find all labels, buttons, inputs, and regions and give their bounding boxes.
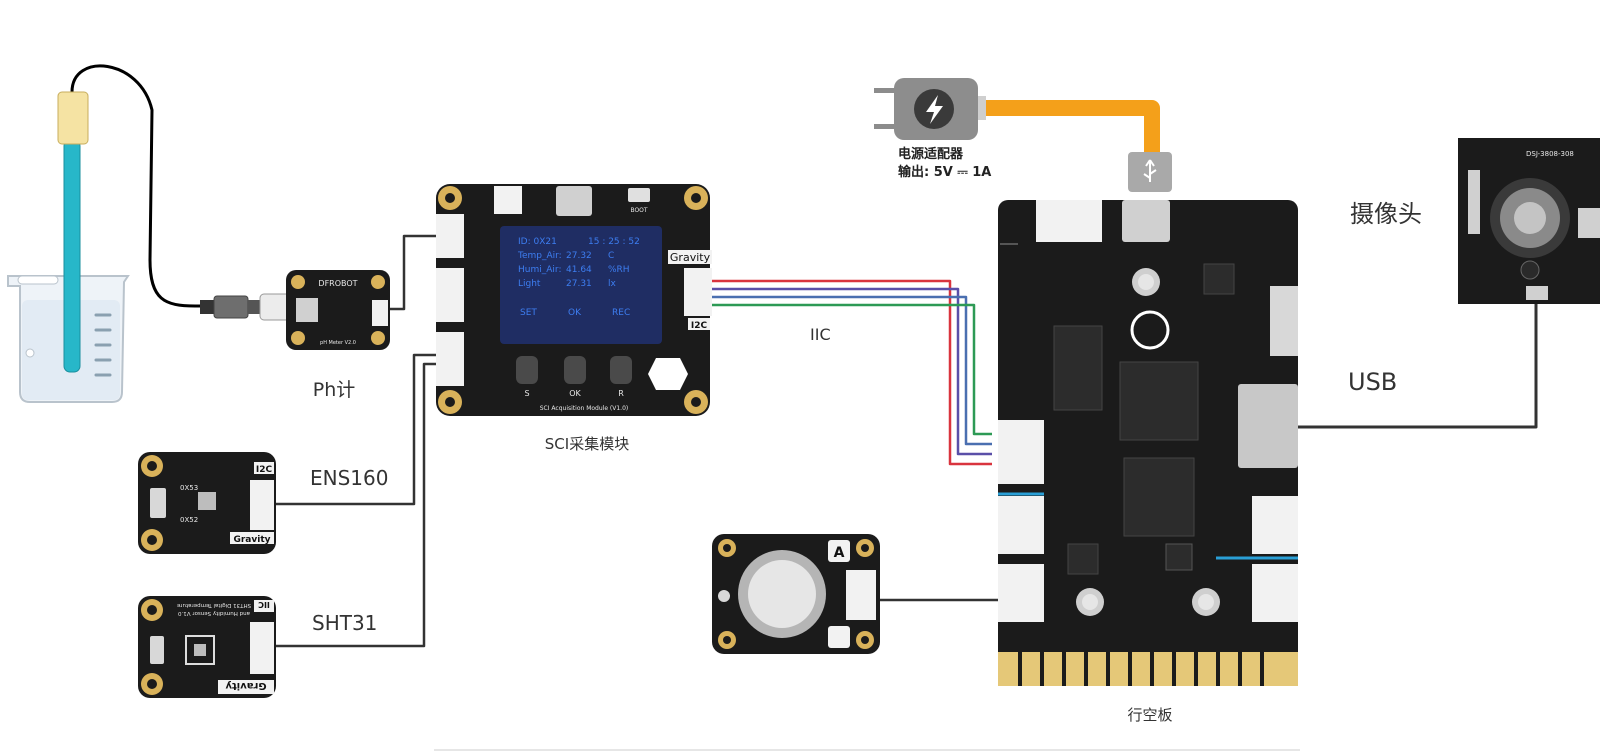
sci-i2c-tag: I2C (691, 321, 708, 331)
usb-c-plug (1128, 152, 1172, 192)
light-sensor-board: A (712, 534, 880, 654)
screen-temp-unit: C (608, 251, 614, 261)
ens-addr2: 0X52 (180, 516, 198, 524)
sci-screen (500, 226, 662, 344)
sci-btn-ok: OK (569, 389, 581, 398)
screen-temp-value: 27.32 (566, 251, 592, 261)
sci-footer: SCI Acquisition Module (V1.0) (540, 405, 629, 412)
sci-btn-s: S (524, 389, 529, 398)
wire-iic-purple (706, 287, 992, 456)
sht-iic-tag: IIC (258, 600, 270, 609)
screen-ok: OK (568, 308, 582, 318)
sht-title2: and Humidity Sensor V1.0 (178, 610, 250, 616)
screen-humi-unit: %RH (608, 265, 630, 275)
wire-usb-camera (1296, 300, 1538, 429)
ens-gravity-tag: Gravity (233, 535, 270, 545)
bnc-connector (200, 293, 291, 321)
screen-set: SET (520, 308, 537, 318)
screen-rec: REC (612, 308, 630, 318)
sht-title: SHT31 Digital Temperature (176, 602, 251, 608)
lightning-icon (926, 95, 943, 124)
screen-temp-label: Temp_Air: (517, 251, 562, 261)
label-sht31: SHT31 (312, 611, 377, 635)
power-adapter (874, 78, 986, 140)
power-cable (980, 100, 1160, 156)
wire-ens160-to-sci (272, 353, 436, 506)
sci-acquisition-board: BOOT Gravity I2C ID: 0X21 15 : 25 : 52 T… (436, 184, 712, 416)
usb-icon (1143, 159, 1157, 182)
screen-id: ID: 0X21 (518, 237, 557, 247)
label-power-adapter: 电源适配器 (898, 146, 964, 162)
screen-light-value: 27.31 (566, 279, 592, 289)
ph-board-brand: DFROBOT (318, 279, 357, 288)
probe-cap (57, 91, 89, 145)
beaker-lip (17, 275, 59, 285)
ph-board-model: pH Meter V2.0 (320, 340, 356, 346)
ens160-board: 0X53 0X52 I2C Gravity (138, 452, 276, 554)
screen-light-unit: lx (608, 279, 617, 289)
beaker-graduations (94, 313, 112, 377)
sht-gravity-tag: Gravity (225, 680, 267, 691)
sci-btn-r: R (618, 389, 624, 398)
wires (70, 64, 1538, 648)
label-usb: USB (1348, 368, 1397, 396)
wire-iic-green (706, 303, 992, 436)
probe-rod (63, 139, 81, 373)
ens-i2c-tag: I2C (256, 465, 273, 475)
screen-light-label: Light (518, 279, 541, 289)
unihiker-logo-icon (1130, 310, 1170, 350)
wire-sht31-to-sci (276, 362, 436, 648)
sci-logo-icon (648, 358, 688, 390)
ph-probe-cable (70, 64, 228, 308)
unihiker-main-board (998, 200, 1298, 686)
screen-time: 15 : 25 : 52 (588, 237, 640, 247)
label-main-board: 行空板 (1127, 706, 1172, 724)
label-sci-module: SCI采集模块 (545, 435, 629, 453)
ens-addr1: 0X53 (180, 484, 198, 492)
sci-boot-label: BOOT (630, 207, 647, 214)
ph-meter-board: DFROBOT pH Meter V2.0 (286, 270, 390, 350)
camera-model: DSJ-3808-308 (1526, 150, 1574, 158)
wire-iic-blue (706, 295, 992, 446)
label-power-output: 输出: 5V ⎓ 1A (898, 164, 991, 180)
usb-camera-board: DSJ-3808-308 (1458, 138, 1600, 304)
label-iic: IIC (810, 325, 831, 344)
screen-humi-value: 41.64 (566, 265, 592, 275)
sci-gravity-tag: Gravity (670, 251, 711, 264)
wire-ph-to-sci (388, 234, 436, 311)
label-camera: 摄像头 (1350, 200, 1422, 228)
wire-iic-red (706, 279, 992, 466)
label-ens160: ENS160 (310, 466, 388, 490)
beaker-with-ph-probe (7, 91, 130, 403)
light-sensor-tag: A (834, 545, 845, 561)
screen-humi-label: Humi_Air: (518, 265, 561, 275)
beaker-dot (25, 348, 35, 358)
sht31-board: SHT31 Digital Temperature and Humidity S… (138, 596, 276, 698)
label-ph-meter: Ph计 (313, 379, 356, 401)
